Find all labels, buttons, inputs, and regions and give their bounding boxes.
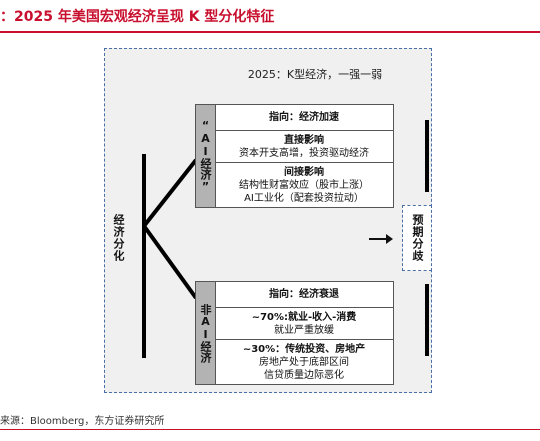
upper-row-direction: 指向：经济加速: [215, 105, 393, 130]
upper-direction-heading: 指向：经济加速: [269, 112, 339, 123]
upper-tab-label: “AI经济”: [199, 119, 212, 193]
upper-direct-line-1: 资本开支高增，投资驱动经济: [239, 147, 369, 159]
lower-consumption-heading: ~70%:就业-收入-消费: [251, 311, 357, 323]
upper-row-indirect: 间接影响 结构性财富效应（股市上涨） AI工业化（配套投资拉动）: [215, 162, 393, 207]
lower-investment-line-2: 信贷质量边际恶化: [264, 369, 344, 381]
lower-direction-heading: 指向：经济衰退: [269, 289, 339, 300]
page-title: ：2025 年美国宏观经济呈现 K 型分化特征: [0, 9, 275, 25]
left-label: 经济分化: [112, 214, 125, 262]
lower-group: 非AI经济 指向：经济衰退 ~70%:就业-收入-消费 就业严重放缓 ~30%：…: [195, 281, 394, 385]
upper-indirect-line-1: 结构性财富效应（股市上涨）: [239, 179, 369, 191]
footer-divider: [0, 429, 540, 430]
upper-group: “AI经济” 指向：经济加速 直接影响 资本开支高增，投资驱动经济 间接影响 结…: [195, 104, 394, 208]
upper-indirect-line-2: AI工业化（配套投资拉动）: [244, 192, 364, 204]
lower-tab: 非AI经济: [196, 282, 216, 384]
k-shape-lines: [142, 154, 198, 358]
forecast-box: 预期分歧: [402, 205, 432, 271]
panel-title: 2025：K型经济，一强一弱: [247, 68, 383, 81]
source-note: 来源：Bloomberg，东方证券研究所: [0, 416, 165, 427]
lower-consumption-line-1: 就业严重放缓: [274, 324, 334, 336]
lower-investment-heading: ~30%：传统投资、房地产: [242, 343, 366, 355]
upper-direct-heading: 直接影响: [284, 134, 324, 146]
lower-row-direction: 指向：经济衰退: [215, 282, 393, 307]
upper-tab: “AI经济”: [196, 105, 216, 207]
k-lower-arm: [142, 224, 198, 300]
arrow-right-icon: [386, 234, 393, 244]
lower-right-bar: [425, 284, 429, 356]
title-divider: [0, 31, 540, 33]
lower-tab-label: 非AI经济: [199, 303, 212, 363]
lower-row-consumption: ~70%:就业-收入-消费 就业严重放缓: [215, 307, 393, 339]
upper-row-direct: 直接影响 资本开支高增，投资驱动经济: [215, 130, 393, 162]
arrow-shaft: [369, 238, 388, 240]
lower-investment-line-1: 房地产处于底部区间: [259, 356, 349, 368]
k-upper-arm: [142, 158, 198, 228]
upper-indirect-heading: 间接影响: [284, 166, 324, 178]
lower-row-investment: ~30%：传统投资、房地产 房地产处于底部区间 信贷质量边际恶化: [215, 339, 393, 384]
upper-right-bar: [425, 120, 429, 192]
forecast-label: 预期分歧: [411, 214, 424, 262]
